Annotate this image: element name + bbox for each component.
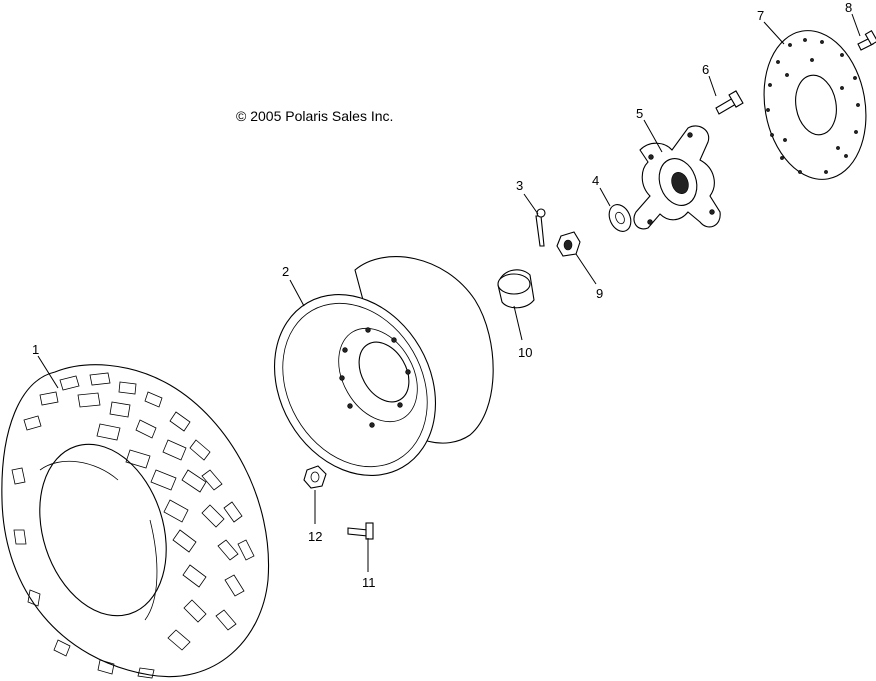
callout-8: 8 xyxy=(845,0,852,15)
tire-part xyxy=(1,364,270,679)
callout-9: 9 xyxy=(596,286,603,301)
disc-bolt-part xyxy=(857,30,876,51)
washer-part xyxy=(608,204,632,232)
copyright-text: © 2005 Polaris Sales Inc. xyxy=(236,108,393,124)
callout-1: 1 xyxy=(32,342,39,357)
wheel-stud-part xyxy=(347,522,374,540)
callout-6: 6 xyxy=(702,62,709,77)
callout-11: 11 xyxy=(362,575,376,590)
callout-7: 7 xyxy=(757,8,764,23)
hub-cap-part xyxy=(497,269,535,309)
lug-nut-part xyxy=(303,465,327,489)
callout-4: 4 xyxy=(592,173,599,188)
bolt-part xyxy=(715,90,744,115)
callout-10: 10 xyxy=(518,345,532,360)
castle-nut-part xyxy=(556,231,581,257)
callout-12: 12 xyxy=(308,529,322,544)
hub-part xyxy=(633,125,721,230)
leader-lines xyxy=(37,13,861,572)
wheel-part xyxy=(273,256,494,476)
callout-2: 2 xyxy=(282,264,289,279)
cotter-pin-part xyxy=(535,208,546,247)
brake-disc-part xyxy=(763,30,867,180)
callout-3: 3 xyxy=(516,178,523,193)
callout-5: 5 xyxy=(636,106,643,121)
